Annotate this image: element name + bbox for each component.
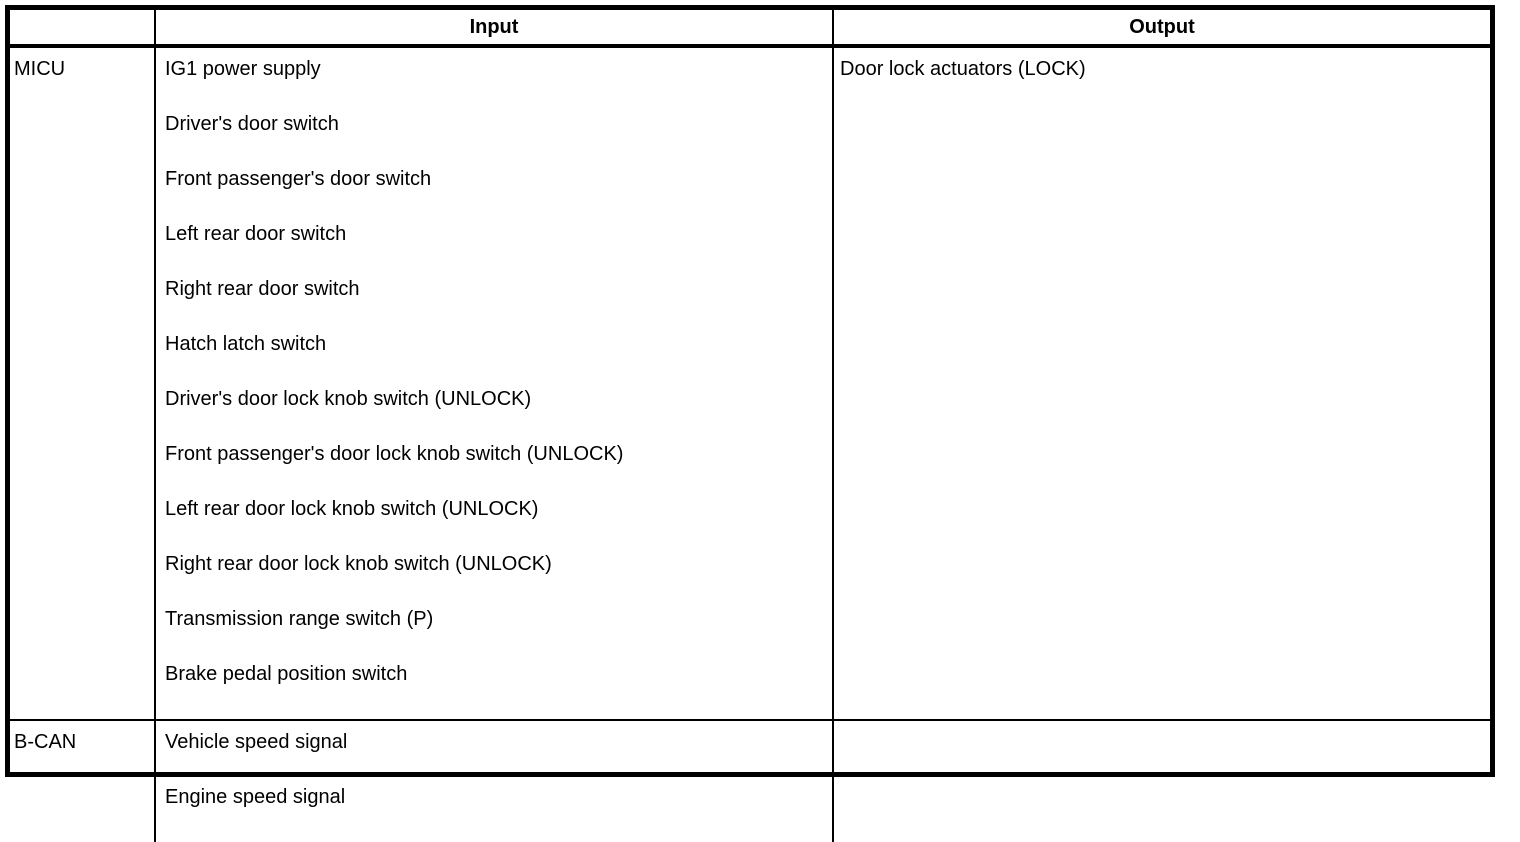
table-row: MICU IG1 power supply Driver's door swit… [10,46,1490,721]
list-item: Brake pedal position switch [165,663,408,685]
table-row: B-CAN Vehicle speed signal Engine speed … [10,720,1490,842]
row-system-cell-bcan: B-CAN [10,720,156,842]
column-header-output: Output [833,10,1490,48]
list-item: Vehicle speed signal [165,731,348,753]
list-item: Right rear door lock knob switch (UNLOCK… [165,553,552,575]
input-signal-list-micu: IG1 power supply Driver's door switch Fr… [156,48,832,719]
list-item: Driver's door lock knob switch (UNLOCK) [165,388,532,410]
row-input-cell-bcan: Vehicle speed signal Engine speed signal [155,720,834,842]
row-output-cell-micu: Door lock actuators (LOCK) [833,46,1490,721]
signal-table: Input Output MICU IG1 power supply Drive… [5,5,1495,842]
column-header-input: Input [155,10,834,48]
list-item: IG1 power supply [165,58,321,80]
system-label-micu: MICU [14,58,66,80]
row-input-cell-micu: IG1 power supply Driver's door switch Fr… [155,46,834,721]
list-item: Hatch latch switch [165,333,327,355]
row-system-cell-micu: MICU [10,46,156,721]
list-item: Engine speed signal [165,786,346,808]
list-item: Right rear door switch [165,278,360,300]
list-item: Door lock actuators (LOCK) [840,58,1086,80]
output-signal-list-micu: Door lock actuators (LOCK) [834,48,1490,114]
column-header-system [10,10,156,48]
system-label-bcan: B-CAN [14,731,77,753]
list-item: Left rear door switch [165,223,347,245]
input-signal-list-bcan: Vehicle speed signal Engine speed signal [156,721,832,842]
document-page: Input Output MICU IG1 power supply Drive… [5,5,1495,842]
list-item: Front passenger's door switch [165,168,432,190]
output-empty-placeholder [834,721,1490,722]
list-item: Transmission range switch (P) [165,608,434,630]
signal-table-grid: Input Output MICU IG1 power supply Drive… [10,10,1490,842]
list-item: Front passenger's door lock knob switch … [165,443,624,465]
list-item: Left rear door lock knob switch (UNLOCK) [165,498,539,520]
table-header-row: Input Output [10,10,1490,48]
list-item: Driver's door switch [165,113,339,135]
row-output-cell-bcan [833,720,1490,842]
